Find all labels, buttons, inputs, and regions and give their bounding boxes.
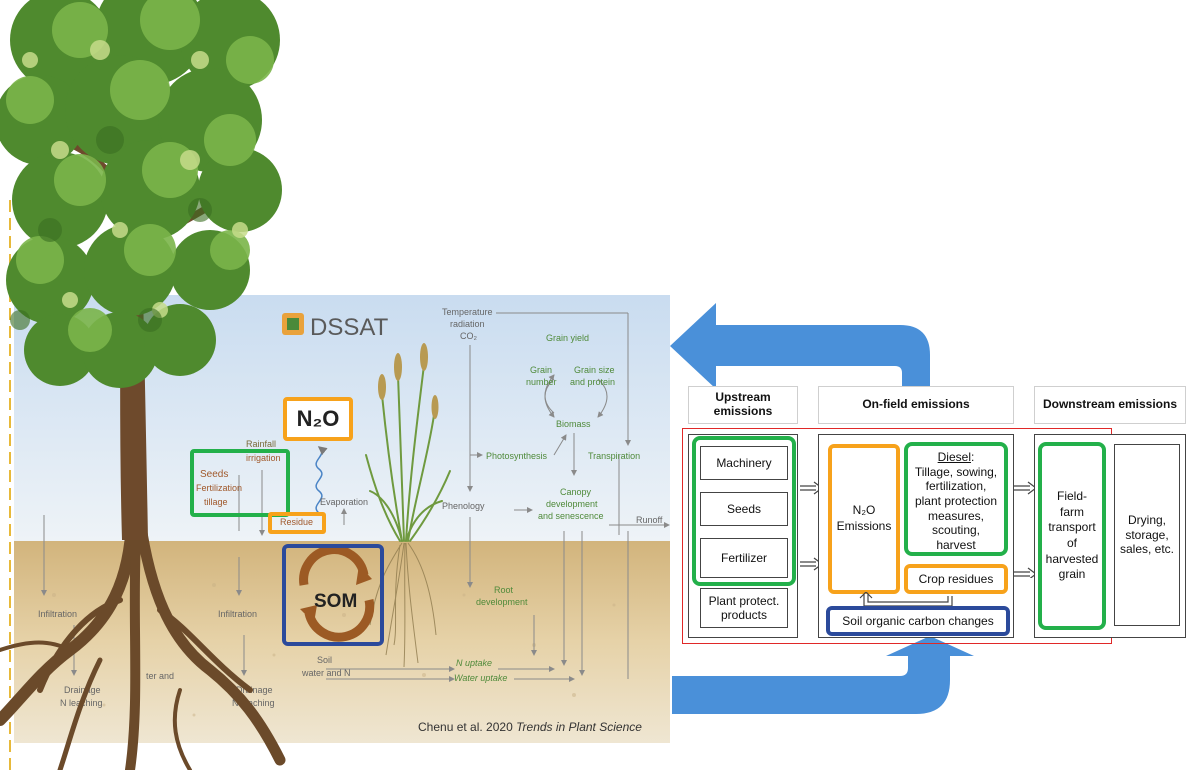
n2o-emissions-box: N₂O Emissions [828,444,900,594]
header-downstream-text: Downstream emissions [1042,397,1178,412]
header-downstream-emissions: Downstream emissions [1034,386,1186,424]
label-phenology: Phenology [442,501,485,511]
plant-protection-label: Plant protect. products [708,593,780,622]
header-onfield-text: On-field emissions [862,397,970,412]
label-infiltration-left: Infiltration [38,609,77,619]
tree-foliage [0,0,282,388]
tree-illustration [0,0,300,775]
label-fertilization: Fertilization [196,483,242,493]
label-drainage-left: Drainage [64,685,101,695]
label-grain-size: Grain size [574,365,615,375]
som-highlight [282,544,384,646]
label-canopy1: Canopy [560,487,592,497]
residue-highlight [268,512,326,534]
upstream-highlight [692,436,796,586]
label-biomass: Biomass [556,419,591,429]
soil-speckles [52,583,616,717]
label-tillage: tillage [204,497,228,507]
label-rainfall: Rainfall [246,439,276,449]
label-evaporation: Evaporation [320,497,368,507]
diesel-colon: : [971,450,975,464]
label-water-uptake: Water uptake [454,673,507,683]
label-soil-water: water and N [301,668,351,678]
n2o-label: N₂O [296,406,340,431]
dssat-logo-text: DSSAT [310,314,389,341]
diesel-title: Diesel [937,450,971,464]
upstream-seeds: Seeds [700,492,788,526]
label-root1: Root [494,585,514,595]
label-residue: Residue [280,517,313,527]
som-label: SOM [314,591,357,612]
label-soil: Soil [317,655,332,665]
label-radiation: radiation [450,319,485,329]
management-inputs-highlight [190,449,290,517]
soil-carbon-label: Soil organic carbon changes [842,614,994,628]
label-photosynthesis: Photosynthesis [486,451,548,461]
label-co2: CO₂ [460,331,478,341]
label-n-uptake: N uptake [456,658,492,668]
n2o-emissions-label: N₂O Emissions [836,503,892,533]
label-seeds: Seeds [200,469,228,480]
label-grain-number2: number [526,377,557,387]
diesel-text: Tillage, sowing, fertilization, plant pr… [914,464,998,552]
label-infiltration-mid: Infiltration [218,609,257,619]
n2o-emission-squiggle [315,446,328,514]
wheat-plant [365,343,451,668]
upstream-fertilizer: Fertilizer [700,538,788,578]
diesel-box: Diesel: Tillage, sowing, fertilization, … [904,442,1008,556]
transport-label: Field-farm transport of harvested grain [1045,489,1099,582]
som-cycle-icon: SOM [299,545,375,642]
label-canopy3: and senescence [538,511,604,521]
drying-box: Drying, storage, sales, etc. [1114,444,1180,626]
crop-residues-label: Crop residues [918,572,994,586]
upstream-plant-protection: Plant protect. products [700,588,788,628]
label-leaching-mid: N leaching [232,698,275,708]
label-runoff: Runoff [636,515,663,525]
label-grain-yield: Grain yield [546,333,589,343]
transport-box: Field-farm transport of harvested grain [1038,442,1106,630]
label-irrigation: irrigation [246,453,281,463]
label-grain-size2: and protein [570,377,615,387]
label-canopy2: development [546,499,598,509]
citation-authors: Chenu et al. 2020 [418,720,516,734]
label-root2: development [476,597,528,607]
citation-journal: Trends in Plant Science [516,720,642,734]
label-water-and: ter and [146,671,174,681]
seeds-label: Seeds [726,501,762,516]
label-grain-number: Grain [530,365,552,375]
fertilizer-label: Fertilizer [720,550,767,565]
dssat-logo: DSSAT [282,313,389,341]
crop-residues-box: Crop residues [904,564,1008,594]
header-upstream-emissions: Upstream emissions [688,386,798,424]
tree-graphic [0,0,286,775]
soil-carbon-box: Soil organic carbon changes [826,606,1010,636]
drying-label: Drying, storage, sales, etc. [1119,513,1175,557]
label-temperature: Temperature [442,307,493,317]
label-transpiration: Transpiration [588,451,640,461]
bottom-feedback-arrow [672,636,974,714]
n2o-highlight-box: N₂O [283,397,353,441]
citation: Chenu et al. 2020 Trends in Plant Scienc… [418,720,642,734]
header-onfield-emissions: On-field emissions [818,386,1014,424]
label-drainage-mid: Drainage [236,685,273,695]
header-upstream-text: Upstream emissions [713,390,773,418]
top-feedback-arrow [670,303,930,389]
upstream-machinery: Machinery [700,446,788,480]
machinery-label: Machinery [716,455,772,470]
